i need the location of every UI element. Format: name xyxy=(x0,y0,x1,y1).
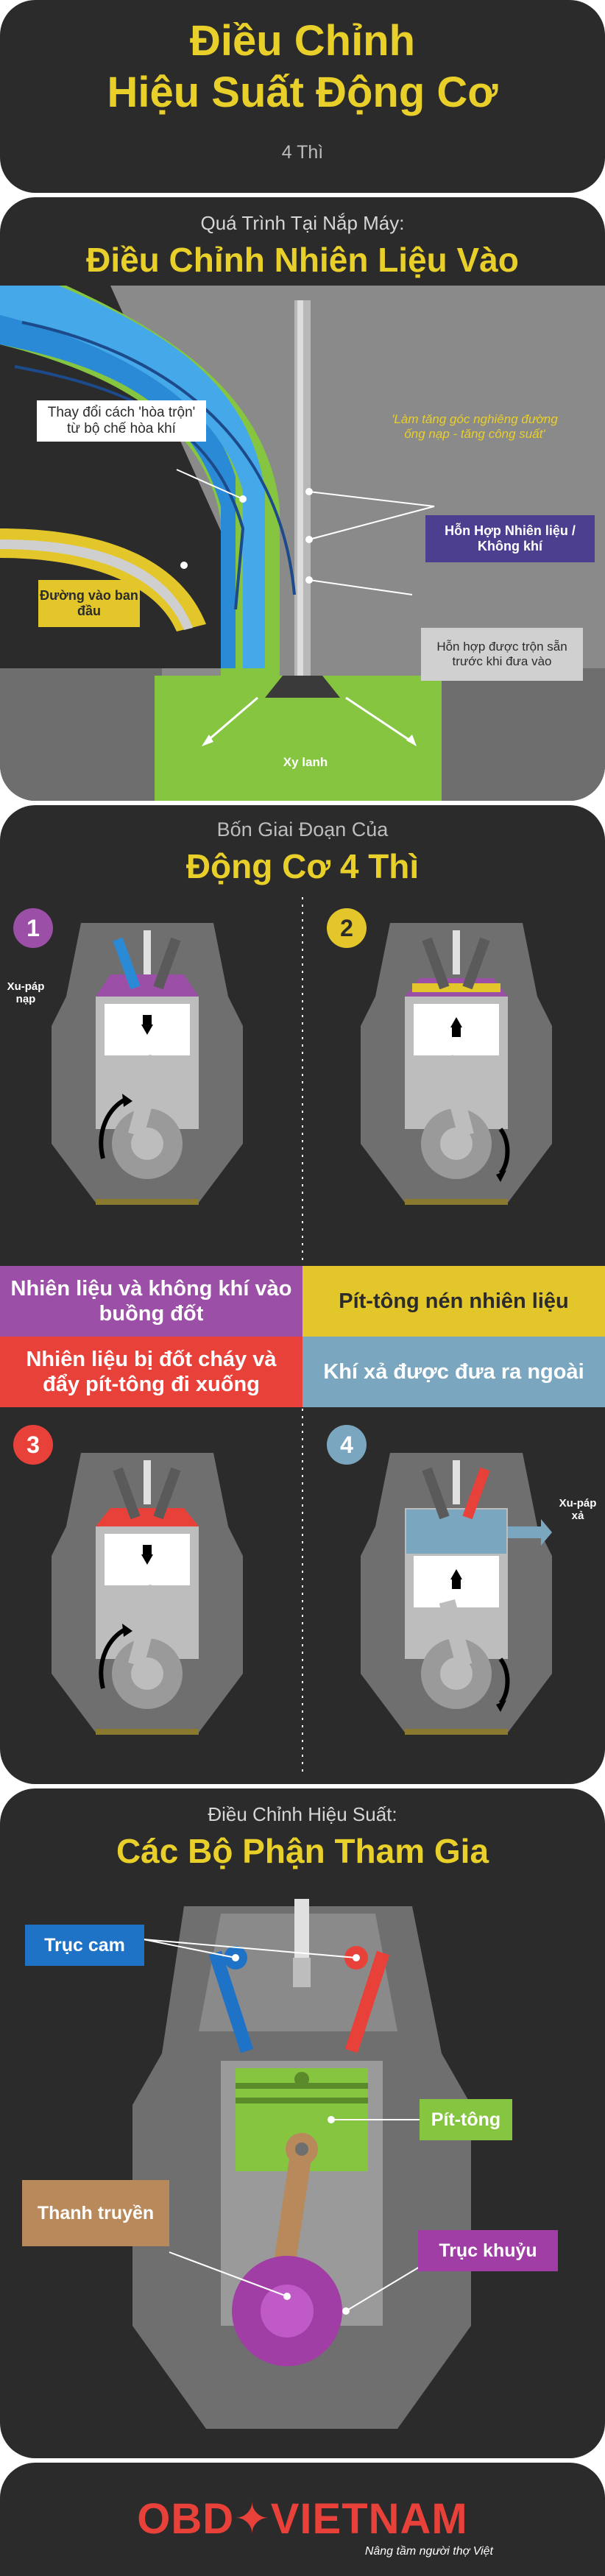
brand-right: VIETNAM xyxy=(270,2495,468,2543)
exhaust-valve-label: Xu-páp xả xyxy=(559,1497,597,1523)
stage-2-number: 2 xyxy=(327,908,367,948)
label-cylinder: Xy lanh xyxy=(283,755,328,769)
stage-4-number: 4 xyxy=(327,1425,367,1465)
title-line2: Hiệu Suất Động Cơ xyxy=(107,68,498,116)
label-air-fuel: Hỗn Hợp Nhiên liệu / Không khí xyxy=(425,515,595,562)
stage-3-number: 3 xyxy=(13,1425,53,1465)
brand-logo: OBD✦VIETNAM xyxy=(0,2494,605,2544)
stage-divider xyxy=(302,897,303,1777)
label-camshaft-part1: Trục xyxy=(44,1934,83,1956)
brand-left: OBD xyxy=(137,2495,235,2543)
footer-panel: OBD✦VIETNAM Nâng tầm người thợ Việt xyxy=(0,2463,605,2576)
label-crankshaft: Trục khuỷu xyxy=(418,2230,558,2271)
label-mix-change: Thay đổi cách 'hòa trộn' từ bộ chế hòa k… xyxy=(37,400,206,442)
intake-panel: Quá Trình Tại Nắp Máy: Điều Chỉnh Nhiên … xyxy=(0,197,605,801)
label-premixed: Hỗn hợp được trộn sẵn trước khi đưa vào xyxy=(421,628,583,681)
parts-title: Các Bộ Phận Tham Gia xyxy=(116,1832,489,1870)
stage-1-number: 1 xyxy=(13,908,53,948)
flame-icon: ✦ xyxy=(234,2495,271,2543)
stage-4-caption: Khí xả được đưa ra ngoài xyxy=(302,1337,605,1407)
title-line1: Điều Chỉnh xyxy=(189,17,416,65)
label-angle: 'Làm tăng góc nghiêng đường ống nạp - tă… xyxy=(392,412,558,441)
intake-valve-label: Xu-páp nạp xyxy=(7,980,45,1006)
label-piston: Pít-tông xyxy=(420,2099,512,2140)
engine-stage-3 xyxy=(52,1453,243,1735)
stage-2-caption: Pít-tông nén nhiên liệu xyxy=(302,1266,605,1337)
stages-title: Động Cơ 4 Thì xyxy=(185,847,420,885)
engine-stage-4 xyxy=(361,1453,552,1735)
label-camshaft: Trục cam xyxy=(25,1925,144,1966)
header-panel: Điều Chỉnh Hiệu Suất Động Cơ 4 Thì xyxy=(0,0,605,193)
stages-panel: Bốn Giai Đoạn Của Động Cơ 4 Thì xyxy=(0,805,605,1784)
stage-1-caption: Nhiên liệu và không khí vào buồng đốt xyxy=(0,1266,302,1337)
parts-panel: Điều Chỉnh Hiệu Suất: Các Bộ Phận Tham G… xyxy=(0,1788,605,2458)
stage-3-caption: Nhiên liệu bị đốt cháy và đẩy pít-tông đ… xyxy=(0,1337,302,1407)
intake-kicker: Quá Trình Tại Nắp Máy: xyxy=(200,212,405,234)
engine-stage-1 xyxy=(52,923,243,1205)
parts-diagram xyxy=(132,1899,471,2429)
subtitle: 4 Thì xyxy=(281,142,324,163)
engine-stage-2 xyxy=(361,923,552,1205)
stages-kicker: Bốn Giai Đoạn Của xyxy=(216,818,389,841)
label-camshaft-part2: cam xyxy=(88,1934,125,1956)
label-original-path: Đường vào ban đầu xyxy=(38,580,140,627)
parts-kicker: Điều Chỉnh Hiệu Suất: xyxy=(208,1803,397,1825)
brand-tagline: Nâng tầm người thợ Việt xyxy=(364,2545,493,2558)
label-connecting-rod: Thanh truyền xyxy=(22,2180,169,2246)
intake-title: Điều Chỉnh Nhiên Liệu Vào xyxy=(86,241,519,279)
